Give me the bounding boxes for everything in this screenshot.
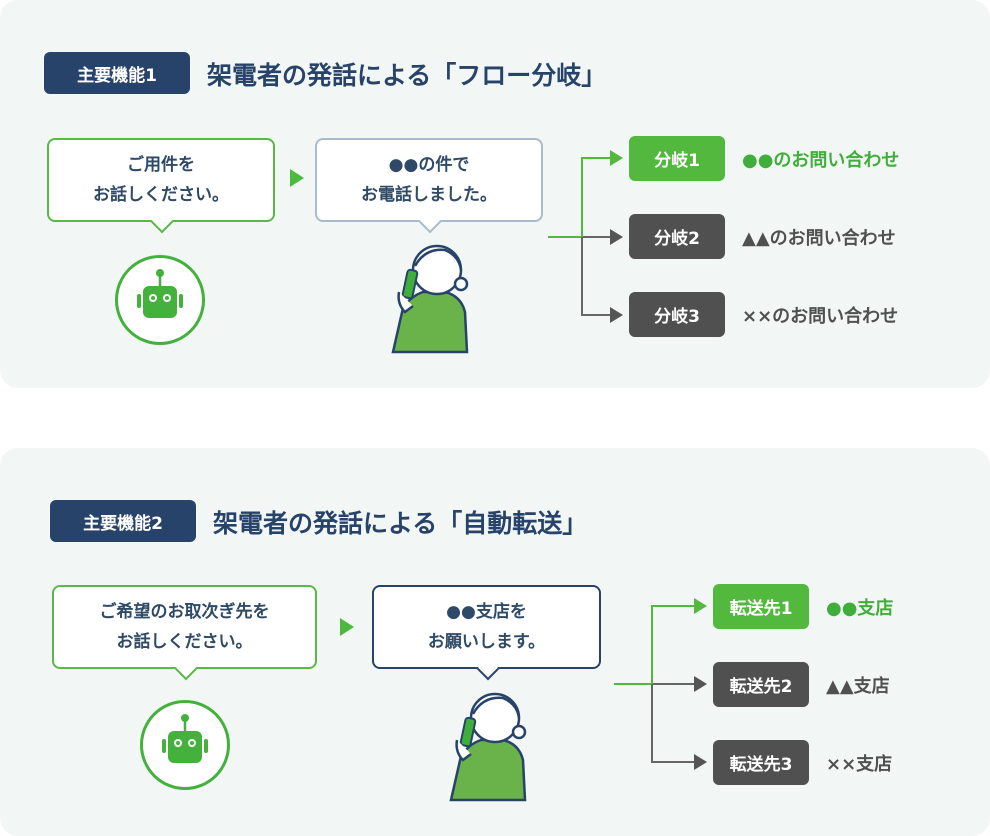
- transfer-box-3: 転送先3: [713, 740, 809, 785]
- bubble-line: お電話しました。: [361, 185, 497, 205]
- caller-speech-bubble: ●●の件でお電話しました。: [315, 138, 543, 234]
- arrow-icon: [694, 676, 707, 692]
- section-title: 架電者の発話による「フロー分岐」: [207, 61, 607, 90]
- bubble-line: ●●支店を: [446, 602, 527, 622]
- arrow-icon: [610, 229, 623, 245]
- section-title: 架電者の発話による「自動転送」: [213, 509, 588, 538]
- bubble-line: お願いします。: [427, 632, 546, 652]
- transfer-box-1: 転送先1: [713, 584, 809, 629]
- feature-badge: 主要機能1: [44, 52, 190, 94]
- robot-icon: [140, 700, 230, 790]
- feature-badge: 主要機能2: [50, 500, 196, 542]
- play-arrow-icon: [290, 169, 304, 187]
- bot-speech-bubble: ご希望のお取次ぎ先をお話しください。: [52, 585, 317, 681]
- caller-speech-bubble: ●●支店をお願いします。: [372, 585, 601, 681]
- bubble-line: ●●の件で: [388, 155, 470, 175]
- robot-icon: [115, 255, 205, 345]
- transfer-target-3: ××支店: [826, 754, 893, 775]
- arrow-icon: [610, 150, 623, 166]
- arrow-icon: [610, 307, 623, 323]
- branch-target-1: ●●のお問い合わせ: [742, 150, 900, 171]
- bot-speech-bubble: ご用件をお話しください。: [47, 138, 275, 234]
- transfer-box-2: 転送先2: [713, 662, 809, 707]
- play-arrow-icon: [340, 618, 354, 636]
- branch-box-1: 分岐1: [629, 136, 725, 181]
- arrow-icon: [694, 598, 707, 614]
- caller-person-icon: [391, 244, 469, 354]
- bubble-line: お話しください。: [116, 632, 253, 652]
- transfer-target-1: ●●支店: [826, 598, 894, 619]
- bubble-line: お話しください。: [93, 185, 229, 205]
- branch-box-2: 分岐2: [629, 214, 725, 259]
- branch-target-2: ▲▲のお問い合わせ: [742, 228, 896, 249]
- arrow-icon: [694, 754, 707, 770]
- caller-person-icon: [449, 692, 527, 802]
- bubble-line: ご希望のお取次ぎ先を: [99, 602, 270, 622]
- transfer-target-2: ▲▲支店: [826, 676, 890, 697]
- bubble-line: ご用件を: [127, 155, 195, 175]
- branch-box-3: 分岐3: [629, 292, 725, 337]
- branch-target-3: ××のお問い合わせ: [742, 306, 899, 327]
